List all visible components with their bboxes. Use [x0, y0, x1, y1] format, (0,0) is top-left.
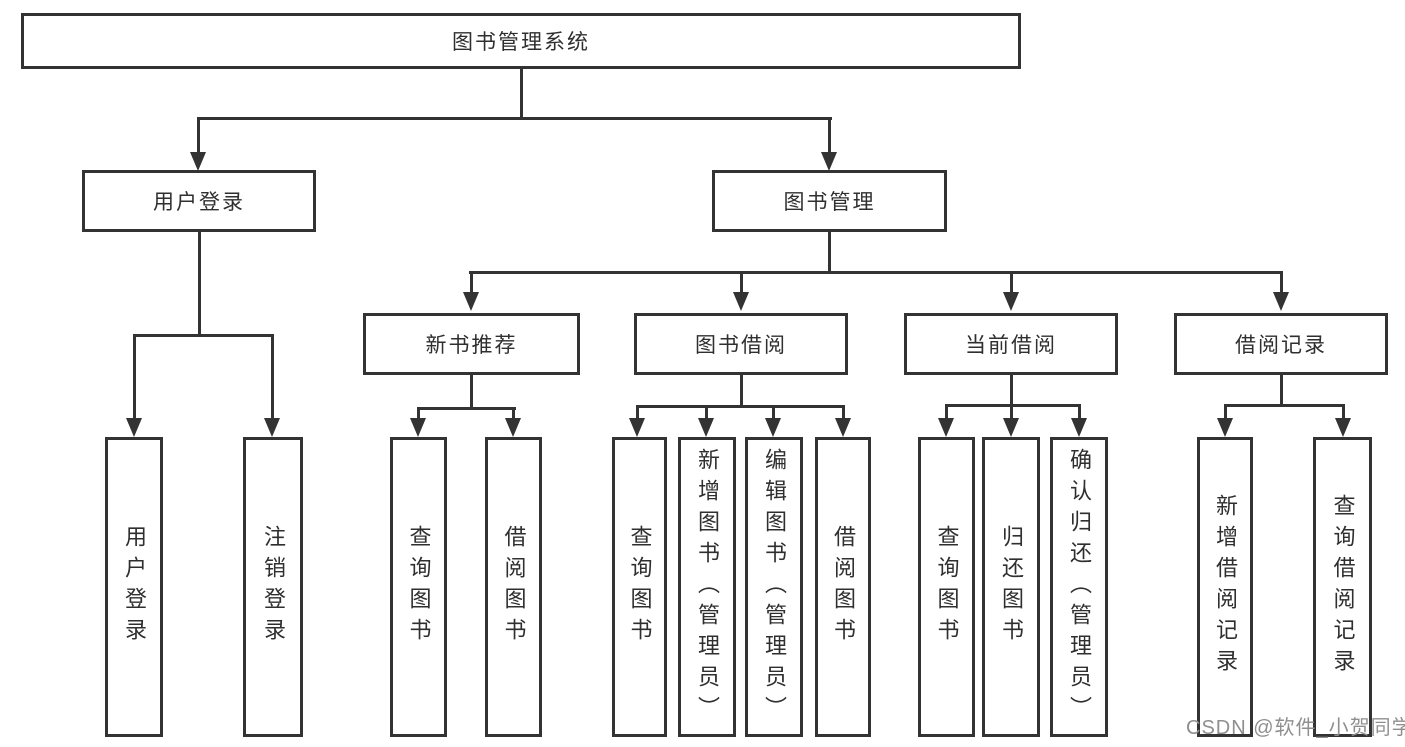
arrowhead-down-icon: [629, 418, 645, 437]
connector-line: [828, 232, 831, 274]
connector-line: [705, 405, 708, 420]
leaf-label: 查询图书: [406, 525, 432, 649]
arrowhead-down-icon: [410, 418, 426, 437]
leaf-add-book-admin: 新增图书（管理员）: [678, 437, 736, 737]
node-current-borrowing: 当前借阅: [904, 313, 1118, 375]
node-label: 图书管理: [783, 191, 876, 214]
leaf-label: 借阅图书: [501, 525, 527, 649]
connector-line: [1280, 271, 1283, 295]
leaf-label: 借阅图书: [831, 525, 856, 649]
leaf-edit-book-admin: 编辑图书（管理员）: [745, 437, 803, 737]
connector-line: [197, 117, 832, 120]
arrowhead-down-icon: [190, 152, 206, 171]
connector-line: [1224, 404, 1345, 407]
arrowhead-down-icon: [733, 292, 749, 311]
leaf-borrow-book: 借阅图书: [815, 437, 871, 737]
arrowhead-down-icon: [938, 418, 954, 437]
leaf-confirm-return-admin: 确认归还（管理员）: [1050, 437, 1108, 737]
connector-line: [772, 405, 775, 420]
leaf-label: 新增图书（管理员）: [695, 447, 720, 727]
leaf-query-book-borrowing: 查询图书: [612, 437, 667, 737]
connector-line: [271, 334, 274, 420]
leaf-label: 归还图书: [999, 525, 1024, 649]
csdn-watermark: CSDN @软件_小贺同学: [1186, 717, 1405, 739]
arrowhead-down-icon: [821, 152, 837, 171]
connector-line: [417, 407, 420, 420]
connector-line: [512, 407, 515, 420]
node-book-borrowing: 图书借阅: [634, 313, 848, 375]
connector-line: [1342, 404, 1345, 420]
connector-line: [1224, 404, 1227, 420]
connector-line: [842, 405, 845, 420]
connector-line: [133, 334, 274, 337]
leaf-logout: 注销登录: [243, 437, 303, 737]
arrowhead-down-icon: [126, 418, 142, 437]
node-book-management: 图书管理: [712, 170, 947, 232]
connector-line: [1078, 404, 1081, 420]
connector-line: [945, 404, 948, 420]
leaf-return-book: 归还图书: [982, 437, 1040, 737]
node-user-login: 用户登录: [82, 170, 316, 232]
leaf-label: 编辑图书（管理员）: [762, 447, 787, 727]
arrowhead-down-icon: [463, 292, 479, 311]
leaf-add-borrow-record: 新增借阅记录: [1197, 437, 1253, 737]
connector-line: [470, 375, 473, 410]
arrowhead-down-icon: [1003, 292, 1019, 311]
connector-line: [133, 334, 136, 420]
leaf-label: 注销登录: [261, 525, 286, 649]
connector-line: [520, 69, 523, 120]
arrowhead-down-icon: [1217, 418, 1233, 437]
node-new-book-recommend: 新书推荐: [363, 313, 580, 375]
connector-line: [945, 404, 1081, 407]
connector-line: [740, 271, 743, 295]
node-label: 图书借阅: [695, 334, 787, 357]
node-label: 图书管理系统: [452, 31, 590, 54]
leaf-user-login: 用户登录: [105, 437, 163, 737]
arrowhead-down-icon: [1273, 292, 1289, 311]
node-borrowing-records: 借阅记录: [1174, 313, 1388, 375]
connector-line: [740, 375, 743, 408]
connector-line: [1010, 271, 1013, 295]
connector-line: [417, 407, 516, 410]
connector-line: [636, 405, 639, 420]
leaf-query-book-recommend: 查询图书: [390, 437, 447, 737]
leaf-borrow-book-recommend: 借阅图书: [485, 437, 542, 737]
connector-line: [197, 117, 200, 155]
arrowhead-down-icon: [1003, 418, 1019, 437]
connector-line: [198, 232, 201, 337]
arrowhead-down-icon: [765, 418, 781, 437]
leaf-label: 查询图书: [627, 525, 653, 649]
arrowhead-down-icon: [1071, 418, 1087, 437]
arrowhead-down-icon: [264, 418, 280, 437]
leaf-label: 用户登录: [122, 525, 147, 649]
arrowhead-down-icon: [505, 418, 521, 437]
connector-line: [636, 405, 845, 408]
leaf-label: 确认归还（管理员）: [1067, 447, 1092, 727]
leaf-query-book-current: 查询图书: [918, 437, 975, 737]
node-label: 用户登录: [153, 191, 245, 214]
node-label: 当前借阅: [965, 334, 1057, 357]
leaf-query-borrow-record: 查询借阅记录: [1313, 437, 1372, 737]
connector-line: [1010, 375, 1013, 407]
leaf-label: 查询借阅记录: [1330, 494, 1356, 680]
leaf-label: 查询图书: [934, 525, 960, 649]
connector-line: [828, 117, 831, 155]
arrowhead-down-icon: [1335, 418, 1351, 437]
connector-line: [1280, 375, 1283, 407]
node-label: 新书推荐: [425, 334, 518, 357]
connector-line: [469, 271, 1283, 274]
connector-line: [1010, 404, 1013, 420]
connector-line: [470, 271, 473, 295]
arrowhead-down-icon: [835, 418, 851, 437]
leaf-label: 新增借阅记录: [1213, 494, 1238, 680]
node-library-management-system: 图书管理系统: [21, 13, 1021, 69]
arrowhead-down-icon: [698, 418, 714, 437]
node-label: 借阅记录: [1235, 334, 1327, 357]
